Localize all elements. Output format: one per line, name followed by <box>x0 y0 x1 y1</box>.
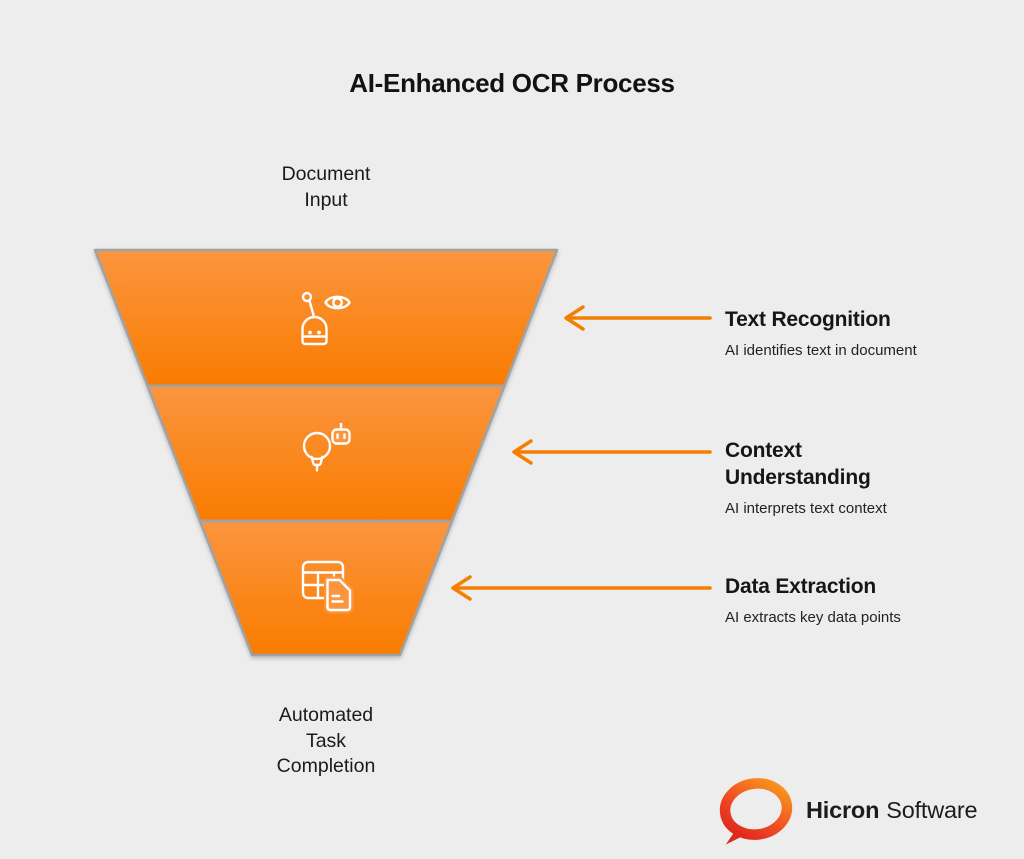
brand-name-bold: Hicron <box>806 797 880 823</box>
funnel-output-label: Automated Task Completion <box>226 703 426 780</box>
funnel-output-label-line: Completion <box>276 755 376 777</box>
robot-eye-icon <box>301 291 351 346</box>
stage-label-context-understanding: Context Understanding AI interprets text… <box>725 437 950 518</box>
stage-description: AI interprets text context <box>725 500 887 517</box>
funnel-output-label-line: Task <box>305 729 347 752</box>
stage-label-text-recognition: Text Recognition AI identifies text in d… <box>725 306 950 360</box>
arrow-context-understanding <box>512 439 712 465</box>
page-title: AI-Enhanced OCR Process <box>349 68 675 98</box>
stage-description: AI identifies text in document <box>725 342 917 359</box>
stage-description: AI extracts key data points <box>725 609 901 626</box>
stage-name: Context Understanding <box>725 439 871 489</box>
lightbulb-robot-icon <box>302 422 351 472</box>
funnel-stage-2-shape <box>146 384 506 523</box>
arrow-text-recognition <box>564 305 712 331</box>
funnel-output-label-line: Automated <box>278 704 374 726</box>
table-document-icon <box>301 560 354 614</box>
brand-name-light: Software <box>886 797 978 823</box>
stage-name: Text Recognition <box>725 308 891 331</box>
stage-name: Data Extraction <box>725 575 877 598</box>
stage-label-data-extraction: Data Extraction AI extracts key data poi… <box>725 573 950 627</box>
funnel-stage-1-shape <box>93 248 559 388</box>
arrow-data-extraction <box>451 575 712 601</box>
funnel-input-label-line: Input <box>304 189 348 211</box>
funnel-input-label-line: Document <box>281 163 371 185</box>
speech-bubble-ring-logo-icon <box>719 778 793 845</box>
funnel-input-label: Document Input <box>226 161 426 213</box>
